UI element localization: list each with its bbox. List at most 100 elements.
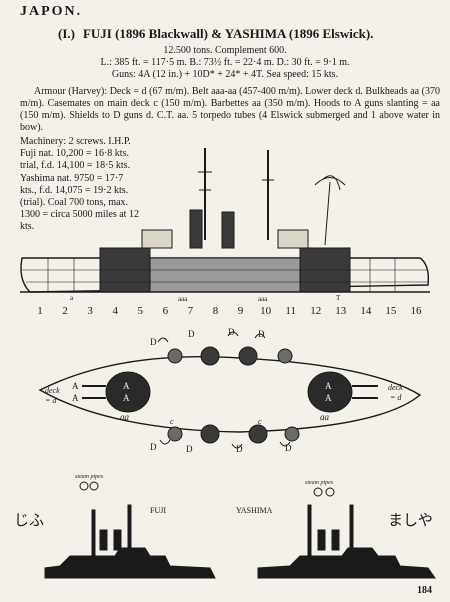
armour-belt [149,257,301,293]
class-title-text: FUJI (1896 Blackwall) & YASHIMA (1896 El… [82,26,374,41]
casemate-c-label: c [170,417,174,426]
aft-funnel [221,211,235,249]
section-number: 12 [310,305,321,317]
section-number: 5 [138,305,144,317]
gun-letter-a: A [325,381,332,391]
guns-line: Guns: 4A (12 in.) + 10D* + 24* + 4T. Sea… [111,69,339,80]
gun-letter-d: D [285,443,292,453]
deck-plan-outline [38,356,422,433]
gun-letter-a: A [123,393,130,403]
fuji-steam-pipes-label: steam pipes [75,474,104,480]
gun-letter-d: D [150,442,157,452]
machinery-paragraph: Machinery: 2 screws. I.H.P. Fuji nat. 10… [20,136,139,233]
section-number: 7 [188,305,194,317]
section-number: 16 [411,305,423,317]
fore-bridge [141,229,173,249]
country-heading: JAPON. [20,4,83,19]
section-number: 10 [260,305,272,317]
ship-class-title: (I.) FUJI (1896 Blackwall) & YASHIMA (189… [58,26,373,42]
fuji-steam-pipe-2 [89,481,99,491]
section-number: 4 [112,305,118,317]
fore-turret [105,371,151,413]
casemate-port-1 [167,348,183,364]
section-number: 6 [163,305,169,317]
silhouettes [44,481,436,579]
fore-funnel [189,209,203,249]
gun-letter-d: D [150,337,157,347]
armour-aa-label: aa [320,412,330,422]
fuji-funnel-1 [99,529,108,551]
casemate-c-label: c [258,417,262,426]
gun-arcs-lower [159,439,291,449]
tonnage-line: 12.500 tons. Complement 600. [163,45,287,56]
deck-value-right: = d [390,393,402,402]
yashima-steam-pipe-1 [313,487,323,497]
casemate-port-3 [238,346,258,366]
plan-labels: D D D D D D D D A A A A A A aa aa deck =… [45,327,403,454]
yashima-funnel-1 [317,529,326,551]
hull-grid [22,258,428,292]
fuji-steam-pipe-1 [79,481,89,491]
deck-value-left: = d [45,396,57,405]
section-number: 11 [285,305,296,317]
fuji-kana: じふ [14,513,44,529]
gun-arcs-upper [157,331,266,343]
plan-drawing [38,331,422,449]
gun-letter-a: A [72,381,79,391]
armour-aa-label: aa [120,412,130,422]
deck-label-right: deck [388,383,403,392]
yashima-silhouette [257,487,436,579]
yashima-funnel-2 [331,529,340,551]
gun-letter-a: A [123,381,130,391]
yashima-fore-mast [307,504,312,558]
profile-annotations: a aaa aaa T [70,294,341,303]
profile-mark-a: a [70,294,74,302]
casemate-stbd-1 [167,426,183,442]
yashima-main-mast [349,504,354,556]
gun-letter-d: D [258,329,265,339]
aft-turret [307,371,353,413]
fuji-main-mast [127,504,132,556]
profile-mark-t: T [336,294,341,302]
gun-letter-d: D [228,327,235,337]
section-number: 2 [62,305,68,317]
casemate-stbd-4 [284,426,300,442]
fuji-silhouette [44,481,216,579]
aft-bridge [277,229,309,249]
profile-drawing [20,148,430,293]
yashima-kana: ましや [388,512,433,529]
deck-label-left: deck [45,386,60,395]
fuji-label: FUJI [150,506,166,515]
section-number: 13 [335,305,347,317]
armour-paragraph: Armour (Harvey): Deck = d (67 m/m). Belt… [20,86,440,133]
section-number: 9 [238,305,244,317]
gun-letter-d: D [188,329,195,339]
section-number: 15 [385,305,397,317]
profile-mark-aaa-2: aaa [258,295,268,303]
section-number: 3 [87,305,93,317]
gun-letter-d: D [236,444,243,454]
section-number: 1 [37,305,43,317]
silhouette-labels: FUJI YASHIMA steam pipes steam pipes じふ … [14,474,433,529]
gun-letter-a: A [72,393,79,403]
yashima-hull [257,547,436,579]
gun-letter-d: D [186,444,193,454]
dimensions-line: L.: 385 ft. = 117·5 m. B.: 73½ ft. = 22·… [100,57,350,68]
casemate-port-4 [277,348,293,364]
casemate-port-2 [200,346,220,366]
section-number: 14 [360,305,372,317]
class-number: (I.) [58,26,75,41]
section-number: 8 [213,305,219,317]
fuji-funnel-2 [113,529,122,551]
fuji-fore-mast [91,509,96,559]
foliage-leaves [314,175,346,191]
yashima-label: YASHIMA [236,506,273,515]
casemate-stbd-2 [200,424,220,444]
yashima-steam-pipe-2 [325,487,335,497]
fuji-hull [44,547,216,579]
gun-letter-a: A [325,393,332,403]
page-number: 184 [417,585,432,596]
casemate-stbd-3 [248,424,268,444]
